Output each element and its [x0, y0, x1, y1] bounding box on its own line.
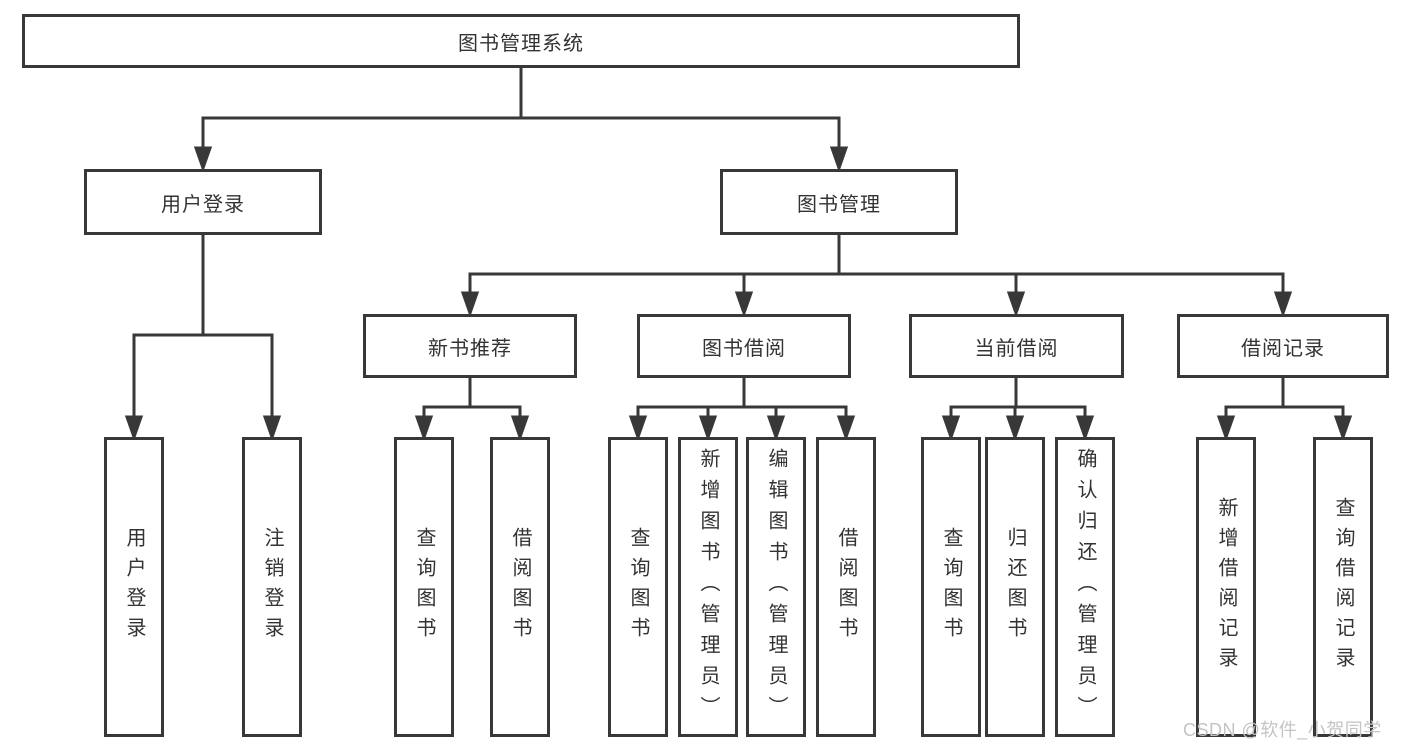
arrowhead [124, 415, 144, 442]
root-to-level2-connectors [193, 68, 849, 173]
node-borrow-records: 借阅记录 [1177, 314, 1389, 378]
csdn-watermark: CSDN @软件_小贺同学 [1183, 720, 1382, 740]
arrowhead [941, 415, 961, 442]
node-leaf-rec-query-books: 查询图书 [394, 437, 454, 737]
node-root: 图书管理系统 [22, 14, 1020, 68]
node-leaf-logout: 注销登录 [242, 437, 302, 737]
node-leaf-query-borrow-record: 查询借阅记录 [1313, 437, 1373, 737]
arrowhead [1333, 415, 1353, 442]
node-book-borrow: 图书借阅 [637, 314, 851, 378]
current-borrow-leaf-connectors [941, 378, 1095, 442]
arrowhead [836, 415, 856, 442]
arrowhead [698, 415, 718, 442]
node-leaf-rec-borrow-books: 借阅图书 [490, 437, 550, 737]
arrowhead [628, 415, 648, 442]
arrowhead [766, 415, 786, 442]
arrowhead [1216, 415, 1236, 442]
book-borrow-leaf-connectors [628, 378, 856, 442]
node-leaf-current-query-books: 查询图书 [921, 437, 981, 737]
node-new-book-rec: 新书推荐 [363, 314, 577, 378]
node-leaf-return-books: 归还图书 [985, 437, 1045, 737]
node-leaf-confirm-return-admin: 确认归还（管理员） [1055, 437, 1115, 737]
node-leaf-add-borrow-record: 新增借阅记录 [1196, 437, 1256, 737]
node-book-mgmt: 图书管理 [720, 169, 958, 235]
arrowhead [262, 415, 282, 442]
user-login-leaf-connectors [124, 235, 282, 442]
new-book-rec-leaf-connectors [414, 378, 530, 442]
arrowhead [1273, 291, 1293, 318]
node-leaf-borrow-books: 借阅图书 [816, 437, 876, 737]
arrowhead [414, 415, 434, 442]
arrowhead [734, 291, 754, 318]
arrowhead [460, 291, 480, 318]
arrowhead [1075, 415, 1095, 442]
node-leaf-edit-books-admin: 编辑图书（管理员） [746, 437, 806, 737]
node-current-borrow: 当前借阅 [909, 314, 1124, 378]
node-leaf-add-books-admin: 新增图书（管理员） [678, 437, 738, 737]
node-leaf-borrow-query-books: 查询图书 [608, 437, 668, 737]
arrowhead [510, 415, 530, 442]
node-user-login: 用户登录 [84, 169, 322, 235]
arrowhead [1005, 415, 1025, 442]
borrow-records-leaf-connectors [1216, 378, 1353, 442]
arrowhead [1006, 291, 1026, 318]
arrowhead [829, 146, 849, 173]
node-leaf-user-login: 用户登录 [104, 437, 164, 737]
arrowhead [193, 146, 213, 173]
book-mgmt-to-level3-connectors [460, 235, 1293, 318]
